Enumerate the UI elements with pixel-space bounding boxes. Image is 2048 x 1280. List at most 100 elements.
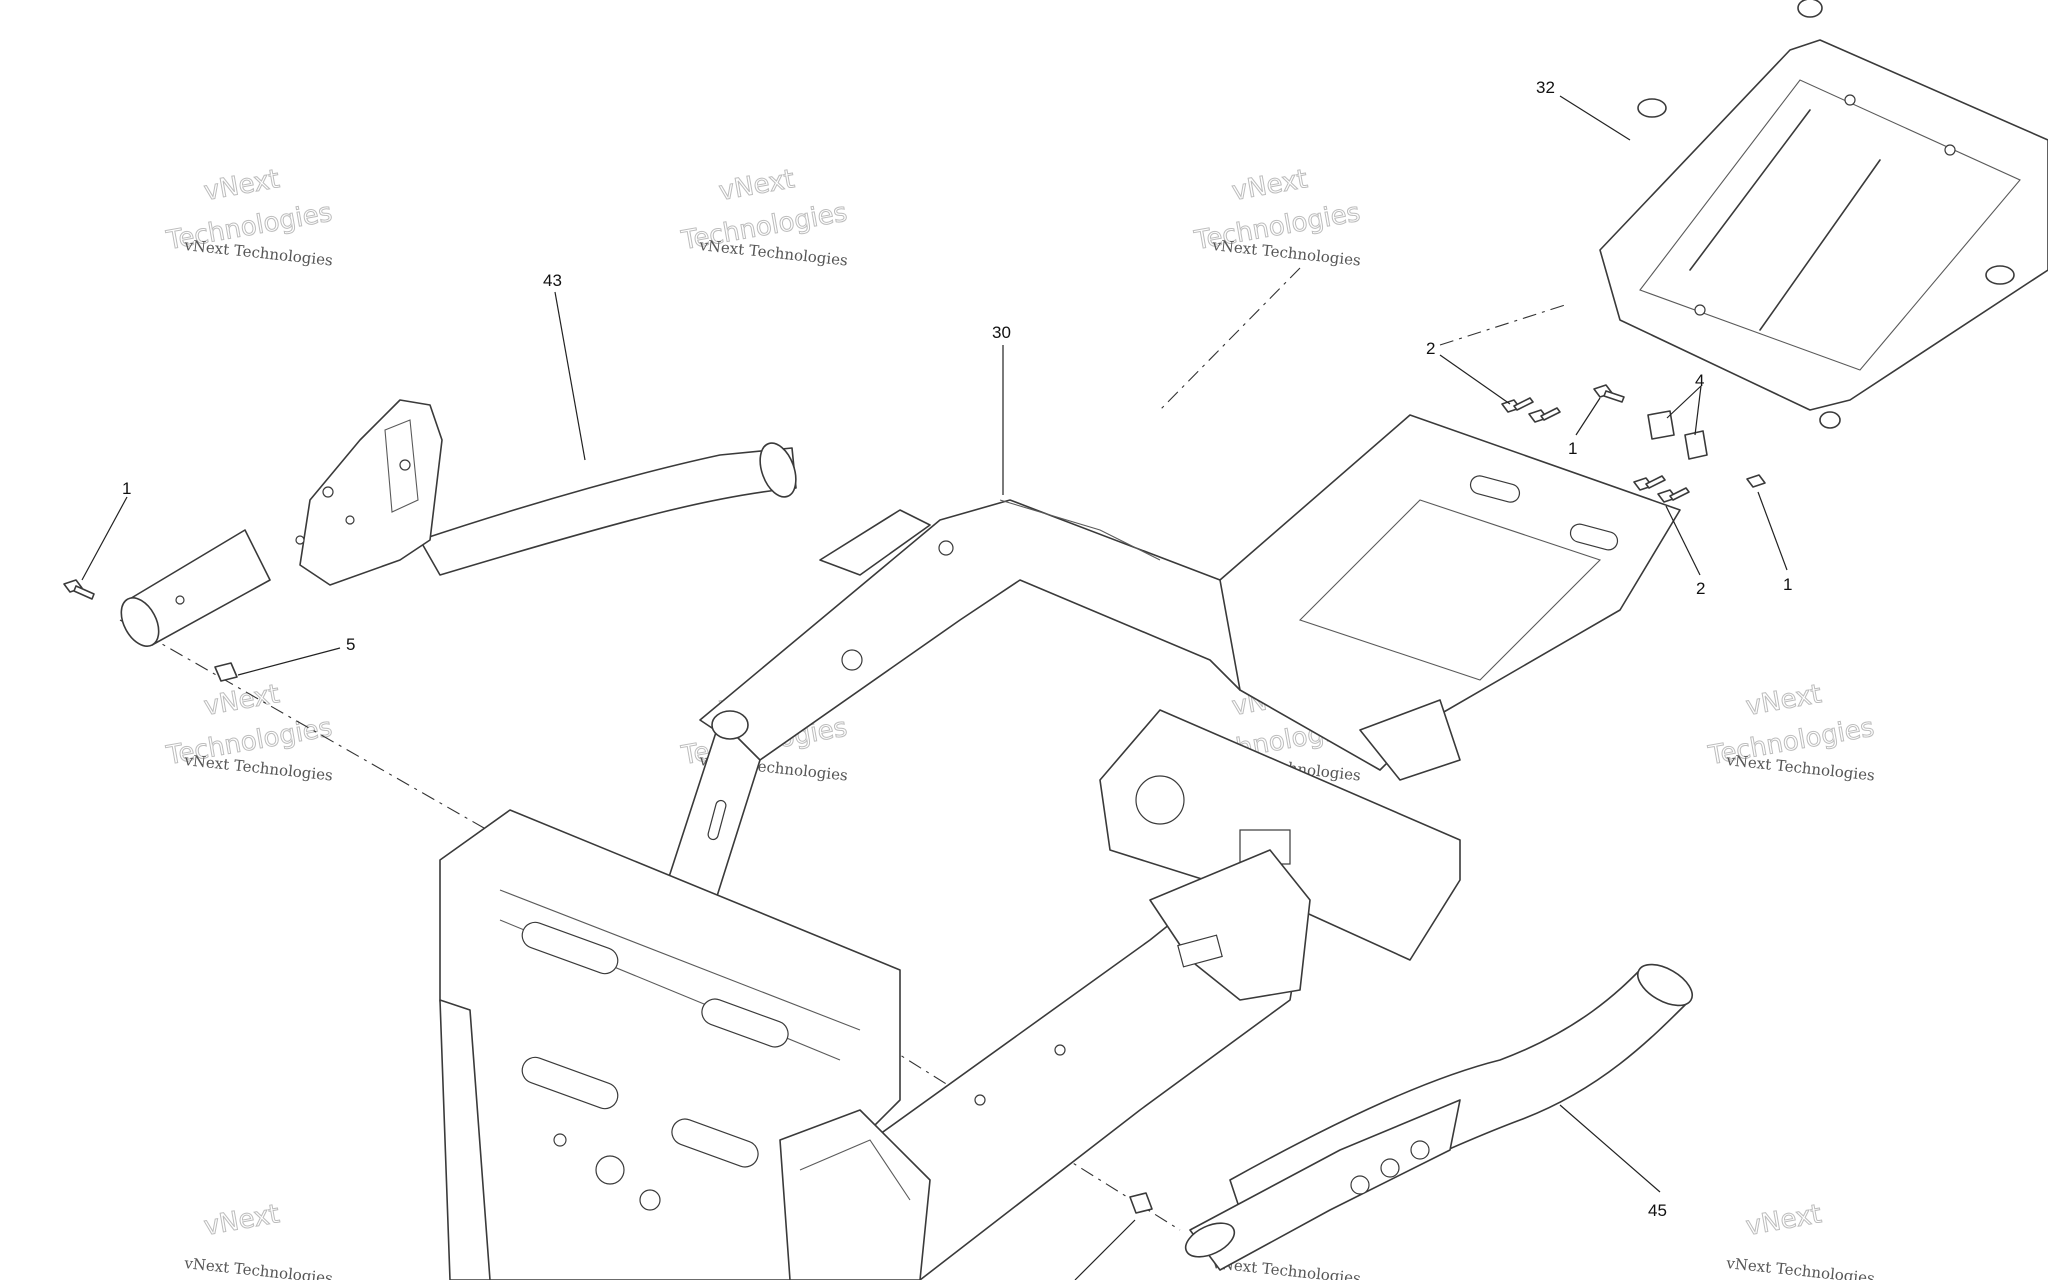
lower-frame-slot bbox=[671, 1118, 759, 1168]
pipe-bracket bbox=[1359, 699, 1461, 781]
frame-hole bbox=[841, 649, 863, 671]
subframe-stub bbox=[1819, 411, 1841, 429]
isolator-part-4-b bbox=[1684, 430, 1708, 460]
leader-2-upper bbox=[1439, 354, 1511, 405]
bracket-hole bbox=[1350, 1175, 1370, 1195]
bolt-part-1-upper bbox=[1593, 384, 1625, 403]
bolt-part-1-left bbox=[63, 579, 95, 600]
watermark: vNext Technologies bbox=[678, 164, 850, 257]
leader-1-left bbox=[81, 496, 128, 581]
leader-32 bbox=[1559, 95, 1631, 141]
lower-frame-hole bbox=[1054, 1044, 1066, 1056]
callout-32: 32 bbox=[1536, 78, 1555, 97]
callout-30: 30 bbox=[992, 323, 1011, 342]
nut-part-5-left bbox=[214, 662, 238, 682]
watermark: vNext Technologies bbox=[163, 164, 335, 257]
watermark-text: vNext Technologies bbox=[698, 236, 849, 270]
leader-4 bbox=[1666, 385, 1702, 419]
crossmember-slot bbox=[1569, 523, 1619, 551]
clip-nut bbox=[214, 662, 238, 682]
crossmember-box bbox=[1219, 414, 1681, 771]
leader-2-lower bbox=[1665, 505, 1701, 576]
upper-frame-bracket bbox=[819, 509, 931, 576]
subframe-inner bbox=[1639, 79, 2021, 371]
leader-4-b bbox=[1694, 385, 1702, 436]
callout-43: 43 bbox=[543, 271, 562, 290]
part-43-left-tube bbox=[120, 399, 797, 647]
watermark-text: vNext Technologies bbox=[1211, 236, 1362, 270]
crossmember-inner bbox=[1298, 499, 1602, 681]
leader-45 bbox=[1559, 1104, 1661, 1193]
callout-1-upper: 1 bbox=[1568, 439, 1577, 458]
watermark: vNext Technologies bbox=[1191, 164, 1363, 257]
subframe-stub bbox=[1985, 265, 2015, 285]
callout-5-left: 5 bbox=[346, 635, 355, 654]
leader-5-left bbox=[237, 647, 341, 676]
main-lower-frame bbox=[439, 809, 1311, 1280]
subframe-outline bbox=[1599, 39, 2048, 411]
bolt-part-2-a bbox=[1501, 397, 1534, 413]
clip-nut bbox=[1129, 1192, 1153, 1214]
bracket-hole bbox=[1380, 1158, 1400, 1178]
bracket-hole bbox=[1410, 1140, 1430, 1160]
watermark-text: vNext Technologies bbox=[1725, 1254, 1876, 1280]
gusset-window bbox=[1177, 934, 1223, 968]
watermark-vnext: vNext bbox=[717, 164, 797, 207]
leader-5-lower bbox=[1074, 1219, 1136, 1280]
frame-hole bbox=[938, 540, 954, 556]
callout-1-left: 1 bbox=[122, 479, 131, 498]
bolt-shank bbox=[1669, 487, 1690, 501]
frame-slot bbox=[707, 799, 727, 841]
bracket-hole bbox=[345, 515, 355, 525]
callout-2-lower: 2 bbox=[1696, 579, 1705, 598]
front-hoop-inner bbox=[799, 1139, 911, 1201]
bolt-part-2-d bbox=[1657, 487, 1690, 503]
callout-45: 45 bbox=[1648, 1201, 1667, 1220]
watermark: vNext bbox=[1743, 1199, 1824, 1243]
center-crossmember bbox=[1099, 414, 1681, 961]
assembly-line-upper bbox=[1159, 267, 1301, 411]
nut-part-5-lower bbox=[1129, 1192, 1153, 1214]
lower-frame-slot bbox=[521, 921, 619, 975]
tube-lower-end bbox=[1184, 1222, 1236, 1258]
bolt-head bbox=[1746, 474, 1766, 488]
lower-frame-hole bbox=[595, 1155, 625, 1185]
crossmember-slot bbox=[1469, 475, 1521, 503]
lower-frame-hole bbox=[639, 1189, 661, 1211]
tube-lower-end bbox=[120, 597, 160, 647]
lower-frame-right-rail bbox=[829, 899, 1301, 1280]
part-32-rear-subframe bbox=[1599, 0, 2048, 429]
callout-4: 4 bbox=[1695, 371, 1704, 390]
bolt-shank bbox=[1645, 475, 1666, 489]
tube-hole bbox=[175, 595, 185, 605]
upper-frame-pivot bbox=[711, 710, 749, 740]
tube-body bbox=[419, 447, 797, 576]
bracket-hole bbox=[295, 535, 305, 545]
bracket-slot bbox=[384, 419, 419, 513]
crossplate-hole bbox=[1135, 775, 1185, 825]
bracket-hole bbox=[322, 486, 334, 498]
lower-frame-left-leg bbox=[439, 999, 491, 1280]
tube-bracket bbox=[1189, 1099, 1461, 1271]
leader-1-right bbox=[1757, 491, 1788, 571]
assembly-line-left bbox=[119, 619, 541, 861]
subframe-hole bbox=[1694, 304, 1706, 316]
watermark-vnext: vNext bbox=[202, 1199, 282, 1242]
assembly-line-bolt bbox=[1439, 304, 1566, 346]
lower-frame-hole bbox=[553, 1133, 567, 1147]
tube-end bbox=[759, 442, 797, 498]
upper-frame-edge bbox=[999, 499, 1161, 561]
watermark-text: vNext Technologies bbox=[1725, 751, 1876, 785]
callout-1-right: 1 bbox=[1783, 575, 1792, 594]
watermark-vnext: vNext bbox=[1230, 164, 1310, 207]
mounting-bracket bbox=[299, 399, 443, 586]
subframe-hole bbox=[1944, 144, 1956, 156]
leader-1-upper bbox=[1575, 397, 1601, 436]
isolator-block bbox=[1684, 430, 1708, 460]
watermark-vnext: vNext bbox=[202, 679, 282, 722]
lower-frame-slot bbox=[701, 998, 789, 1048]
watermark-text: vNext Technologies bbox=[183, 751, 334, 785]
lower-frame-edge bbox=[499, 889, 861, 1031]
callouts: 43 30 32 45 1 5 2 1 4 2 1 bbox=[122, 78, 1792, 1220]
bolt-part-1-right bbox=[1746, 474, 1766, 488]
